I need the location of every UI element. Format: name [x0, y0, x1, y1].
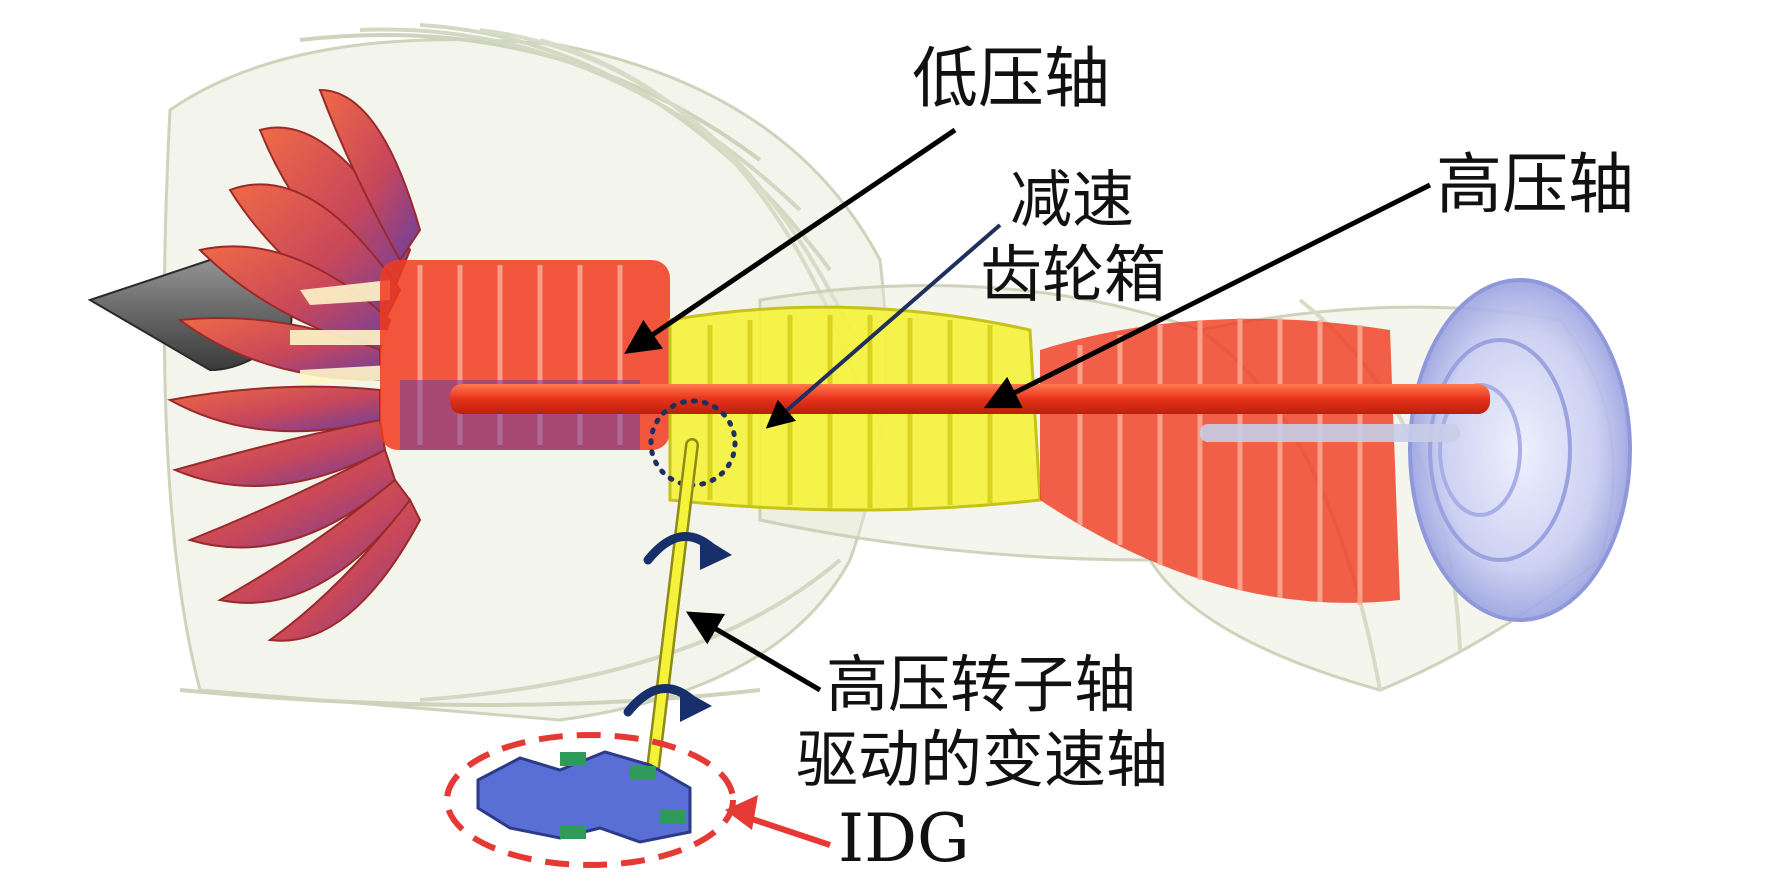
label-reduction-gearbox-line2: 齿轮箱: [980, 238, 1167, 311]
turbine-section: [1040, 318, 1400, 605]
leader-variable-speed-shaft: [685, 611, 822, 693]
leader-high-pressure-shaft: [983, 182, 1432, 409]
label-variable-speed-shaft-line1: 高压转子轴: [826, 648, 1137, 721]
label-variable-speed-shaft-line2: 驱动的变速轴: [796, 723, 1169, 796]
label-high-pressure-shaft: 高压轴: [1436, 146, 1634, 223]
rotation-arrowhead-lower: [680, 688, 712, 722]
leader-idg: [739, 812, 831, 848]
idg-highlight-ellipse: [444, 732, 736, 868]
exhaust-nozzle: [1408, 278, 1632, 622]
rotation-arrowhead-upper: [700, 535, 732, 570]
leader-low-pressure-shaft: [624, 127, 957, 354]
radial-drive-shaft: [646, 438, 699, 775]
label-low-pressure-shaft: 低压轴: [912, 40, 1110, 117]
label-reduction-gearbox-line1: 减速: [1010, 163, 1135, 236]
idg-unit: [476, 750, 692, 844]
low-pressure-compressor: [380, 260, 670, 450]
label-idg: IDG: [838, 800, 970, 877]
leader-gearbox: [765, 223, 1002, 429]
main-shaft: [450, 384, 1490, 414]
leader-idg-arrowhead: [725, 795, 758, 830]
fan-hub-highlights: [290, 280, 390, 385]
